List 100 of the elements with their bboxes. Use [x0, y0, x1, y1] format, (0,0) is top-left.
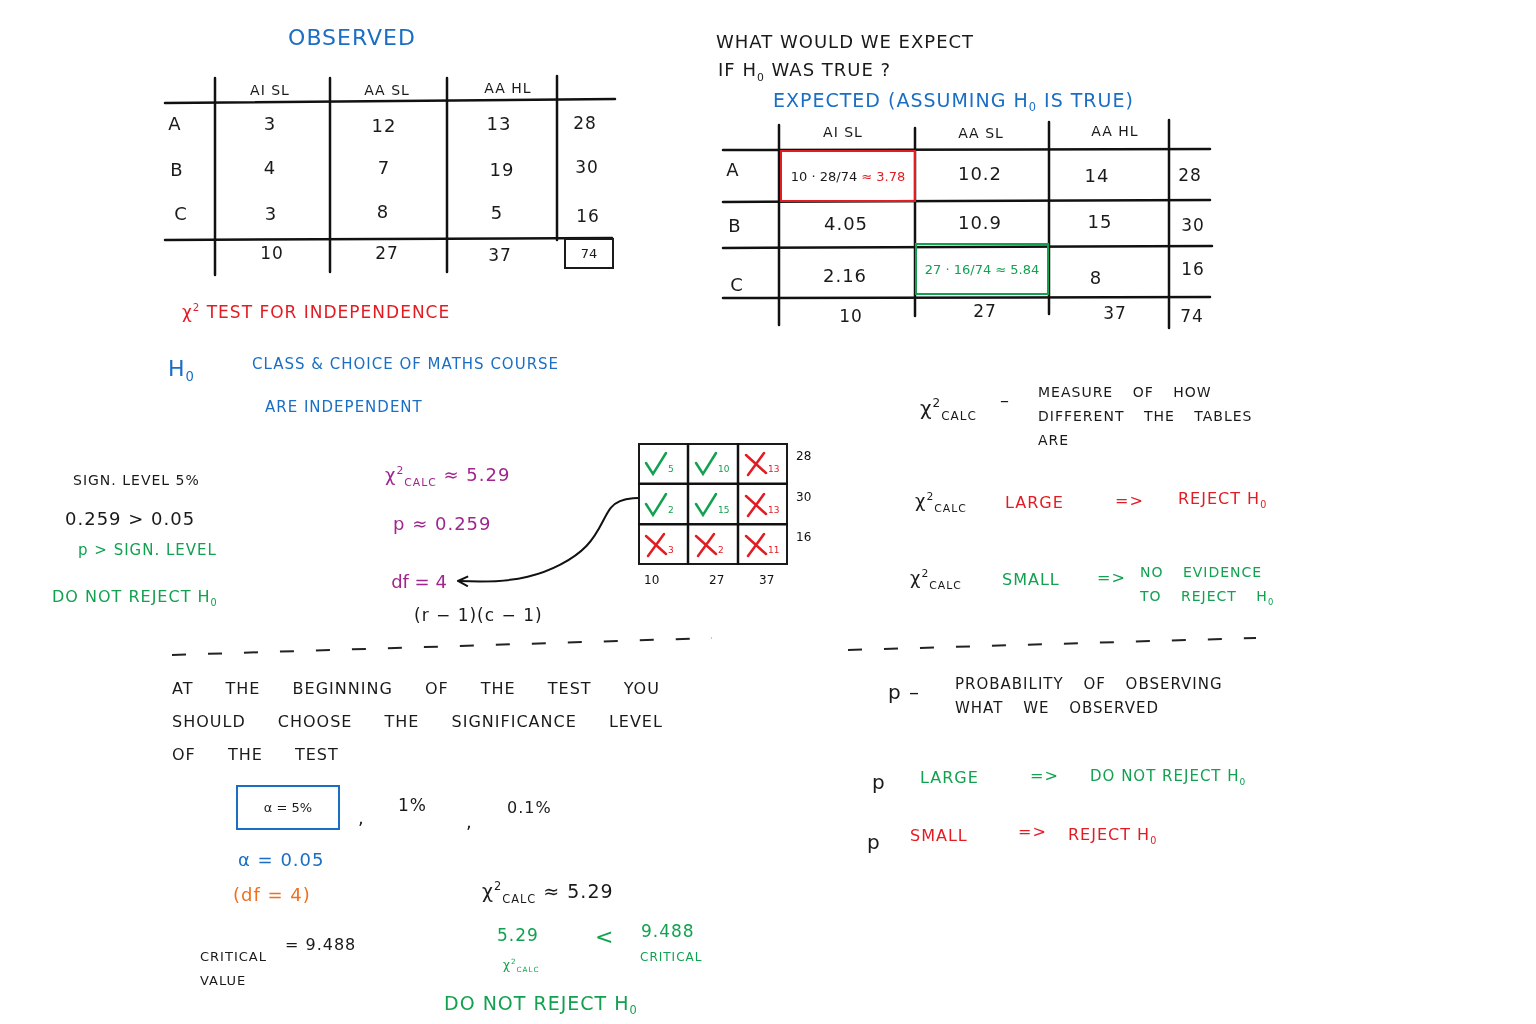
table-cell: 10 — [839, 307, 863, 327]
margin-total: 37 — [759, 573, 775, 587]
cell-text: ≈ 5.84 — [995, 261, 1040, 277]
conclusion-text: DO NOT REJECT H$_{0}$ — [444, 992, 638, 1018]
cell-text: α = 5% — [263, 800, 313, 815]
note-text: NO EVIDENCE TO REJECT H$_{0}$ — [1140, 563, 1276, 609]
paragraph-text: AT THE BEGINNING OF THE TEST YOU SHOULD CHOOSE THE SIGNIFICANCE LEVEL OF THE TEST — [172, 678, 664, 766]
table-cell: 28 — [573, 114, 597, 134]
column-header: AA SL — [958, 124, 1004, 142]
row-header: C — [730, 274, 744, 296]
row-header: C — [174, 203, 188, 225]
arrow-text: => — [1115, 491, 1144, 511]
row-header: B — [728, 215, 742, 237]
table-cell: 7 — [377, 157, 391, 179]
table-cell: 30 — [575, 158, 599, 178]
margin-total: 10 — [644, 573, 660, 587]
cell-number: 2 — [668, 504, 674, 515]
table-cell: 8 — [1089, 267, 1103, 289]
note-text: 0.1% — [507, 798, 552, 818]
cell-number: 2 — [718, 545, 724, 556]
table-cell: 27 — [375, 244, 399, 264]
title-text: χ$^{2}$ TEST FOR INDEPENDENCE — [182, 301, 451, 323]
boxed-value — [236, 785, 340, 830]
arrow-text: => — [1030, 766, 1059, 786]
hypothesis-text: CLASS & CHOICE OF MATHS COURSE — [252, 356, 560, 374]
comma-text: , — [466, 811, 473, 833]
table-cell: 2.16 — [822, 265, 868, 287]
table-cell: 37 — [488, 246, 512, 266]
column-header: AI SL — [823, 123, 863, 141]
table-cell: 16 — [1181, 260, 1205, 280]
row-header: A — [168, 113, 182, 135]
margin-total: 28 — [796, 449, 812, 463]
table-cell: 10.2 — [957, 163, 1003, 185]
note-text: REJECT H$_{0}$ — [1178, 489, 1268, 511]
table-cell: 14 — [1084, 165, 1110, 187]
table-cell: 19 — [489, 159, 515, 181]
note-text: DO NOT REJECT H$_{0}$ — [1090, 768, 1247, 788]
cell-text: 27 · 16/74 — [924, 261, 992, 277]
table-cell: 27 — [973, 302, 997, 322]
note-text: 0.259 > 0.05 — [65, 508, 196, 530]
note-text: SIGN. LEVEL 5% — [73, 471, 200, 489]
cell-number: 15 — [718, 504, 730, 515]
hypothesis-text: ARE INDEPENDENT — [265, 399, 423, 417]
note-text: MEASURE OF HOW DIFFERENT THE TABLES ARE — [1038, 383, 1254, 450]
note-text: REJECT H$_{0}$ — [1068, 825, 1158, 847]
table-cell: 10.9 — [957, 212, 1003, 234]
table-cell: 13 — [486, 113, 512, 135]
note-text: SMALL — [910, 826, 968, 846]
table-cell: 4 — [263, 157, 277, 179]
arrow-text: => — [1018, 822, 1047, 842]
question-text: WHAT WOULD WE EXPECT — [716, 31, 975, 53]
note-text: CRITICAL VALUE — [200, 948, 268, 990]
row-header: A — [726, 159, 740, 181]
formula-text: p — [872, 770, 886, 794]
highlighted-cell — [915, 243, 1049, 295]
formula-text: p — [867, 830, 881, 854]
formula-text: α = 0.05 — [238, 849, 325, 871]
note-text: = 9.488 — [285, 935, 357, 955]
note-text: 9.488 — [641, 922, 695, 942]
table-cell: 3 — [263, 113, 277, 135]
cell-text: ≈ 3.78 — [861, 168, 906, 184]
table-cell: 37 — [1103, 304, 1127, 324]
formula-text: χ$^{2}$$_{CALC}$ ≈ 5.29 — [385, 465, 511, 489]
total-cell — [564, 238, 614, 269]
conclusion-text: DO NOT REJECT H$_{0}$ — [52, 587, 218, 609]
column-header: AA HL — [1091, 122, 1139, 140]
cell-number: 10 — [718, 464, 730, 474]
table-cell: 10 — [260, 244, 284, 264]
formula-text: χ$^{2}$$_{CALC}$ ≈ 5.29 — [482, 880, 614, 906]
question-text: IF H$_{0}$ WAS TRUE ? — [718, 60, 892, 84]
cell-text: 10 · 28/74 — [790, 168, 858, 184]
table-cell: 28 — [1178, 166, 1202, 186]
formula-text: (r − 1)(c − 1) — [414, 606, 543, 626]
table-cell: 8 — [376, 201, 390, 223]
formula-text: df = 4 — [391, 570, 447, 592]
formula-text: p ≈ 0.259 — [393, 513, 492, 535]
table-cell: 16 — [576, 207, 600, 227]
margin-total: 16 — [796, 530, 812, 545]
note-text: CRITICAL — [640, 951, 703, 965]
note-text: LARGE — [1005, 493, 1064, 513]
hypothesis-label: H$_{0}$ — [168, 355, 195, 385]
column-header: AI SL — [250, 81, 290, 99]
comma-text: , — [358, 807, 365, 829]
cell-number: 13 — [768, 504, 780, 515]
formula-text: (df = 4) — [233, 884, 311, 906]
table-cell: 12 — [371, 115, 397, 137]
comparison-text: < — [595, 924, 615, 950]
note-text: 5.29 — [497, 926, 539, 946]
table-cell: 4.05 — [823, 213, 869, 235]
heading: EXPECTED (ASSUMING H$_{0}$ IS TRUE) — [773, 89, 1134, 115]
arrow-text: => — [1097, 568, 1126, 588]
margin-total: 27 — [709, 573, 725, 587]
note-text: SMALL — [1002, 570, 1060, 590]
column-header: AA HL — [484, 79, 532, 97]
note-text: 1% — [398, 796, 427, 816]
row-header: B — [170, 159, 184, 181]
table-cell: 3 — [264, 203, 278, 225]
dash-text: – — [1000, 389, 1010, 411]
cell-number: 5 — [668, 464, 674, 474]
curved-arrow — [457, 496, 639, 588]
